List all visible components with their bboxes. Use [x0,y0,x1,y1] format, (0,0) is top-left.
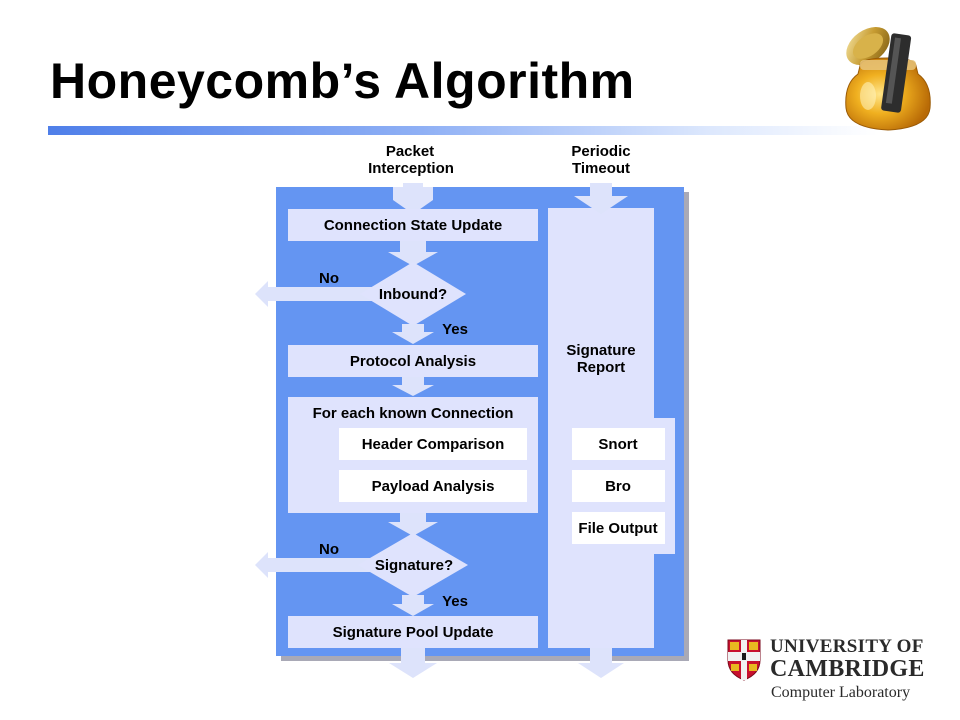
connection-state-update-label: Connection State Update [324,217,502,234]
for-each-connection-label: For each known Connection [313,405,514,422]
bottom-arrow-main [389,648,437,678]
bro-output-box [572,470,665,502]
university-logo: UNIVERSITY OF CAMBRIDGE Computer Laborat… [726,636,936,704]
packet-interception-label-1: Packet [386,143,434,160]
bottom-arrow-report [578,648,624,678]
connection-state-update-box [288,209,538,241]
inbound-no-arrow [255,281,390,307]
signature-no-arrow [255,552,382,578]
arrow-pa-to-loop [392,377,434,396]
snort-output-box [572,428,665,460]
department-name: Computer Laboratory [771,684,911,701]
file-output-label: File Output [578,520,657,537]
packet-interception-label-2: Interception [368,160,454,177]
cambridge-crest-icon [727,639,761,681]
header-comparison-box [339,428,527,460]
signature-diamond [358,533,468,597]
signature-decision-label: Signature? [375,557,453,574]
inbound-label: Inbound? [379,286,447,303]
payload-analysis-box [339,470,527,502]
university-name-line2: CAMBRIDGE [770,656,925,682]
periodic-timeout-label-2: Timeout [572,160,630,177]
inbound-yes-label: Yes [442,321,468,338]
signature-pool-update-label: Signature Pool Update [333,624,494,641]
arrow-csu-to-inbound [388,241,438,266]
signature-yes-label: Yes [442,593,468,610]
snort-label: Snort [598,436,637,453]
periodic-timeout-label-1: Periodic [571,143,630,160]
signature-report-label-2: Report [577,359,625,376]
arrow-signature-yes [392,595,434,616]
inbound-no-label: No [319,270,339,287]
arrow-inbound-yes [392,324,434,344]
title-underline [48,126,878,135]
packet-arrow-in [393,187,433,214]
university-name-line1: UNIVERSITY OF [770,636,924,657]
timeout-arrow-in [574,187,628,214]
signature-no-label: No [319,541,339,558]
slide-title: Honeycomb’s Algorithm [50,53,635,109]
honey-jar-icon [845,26,931,131]
bro-label: Bro [605,478,631,495]
protocol-analysis-label: Protocol Analysis [350,353,476,370]
header-comparison-label: Header Comparison [362,436,505,453]
signature-report-label-1: Signature [566,342,635,359]
signature-pool-update-box [288,616,538,648]
file-output-box [572,512,665,544]
payload-analysis-label: Payload Analysis [372,478,495,495]
protocol-analysis-box [288,345,538,377]
inbound-diamond [360,262,466,326]
arrow-loop-to-signature [388,513,438,536]
